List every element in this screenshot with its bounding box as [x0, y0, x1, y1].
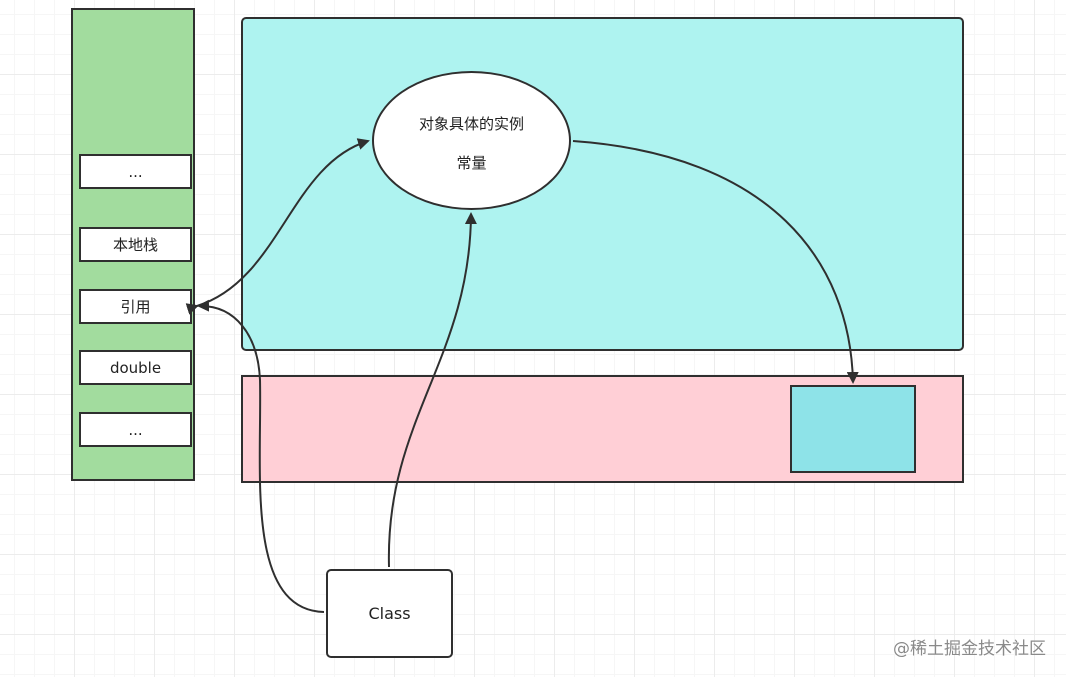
class-label: Class [368, 604, 411, 623]
heap-area [241, 17, 964, 351]
stack-slot-double: double [79, 350, 192, 385]
stack-slot-ellipsis-top: ... [79, 154, 192, 189]
stack-slot-local-stack: 本地栈 [79, 227, 192, 262]
stack-slot-ellipsis-bottom: ... [79, 412, 192, 447]
method-area-inner-box [790, 385, 916, 473]
class-box: Class [326, 569, 453, 658]
stack-slot-reference: 引用 [79, 289, 192, 324]
object-instance-label: 对象具体的实例 [418, 115, 524, 133]
constant-label: 常量 [456, 154, 487, 172]
object-instance-ellipse: 对象具体的实例 常量 [372, 71, 571, 210]
watermark: @稀土掘金技术社区 [893, 639, 1046, 659]
